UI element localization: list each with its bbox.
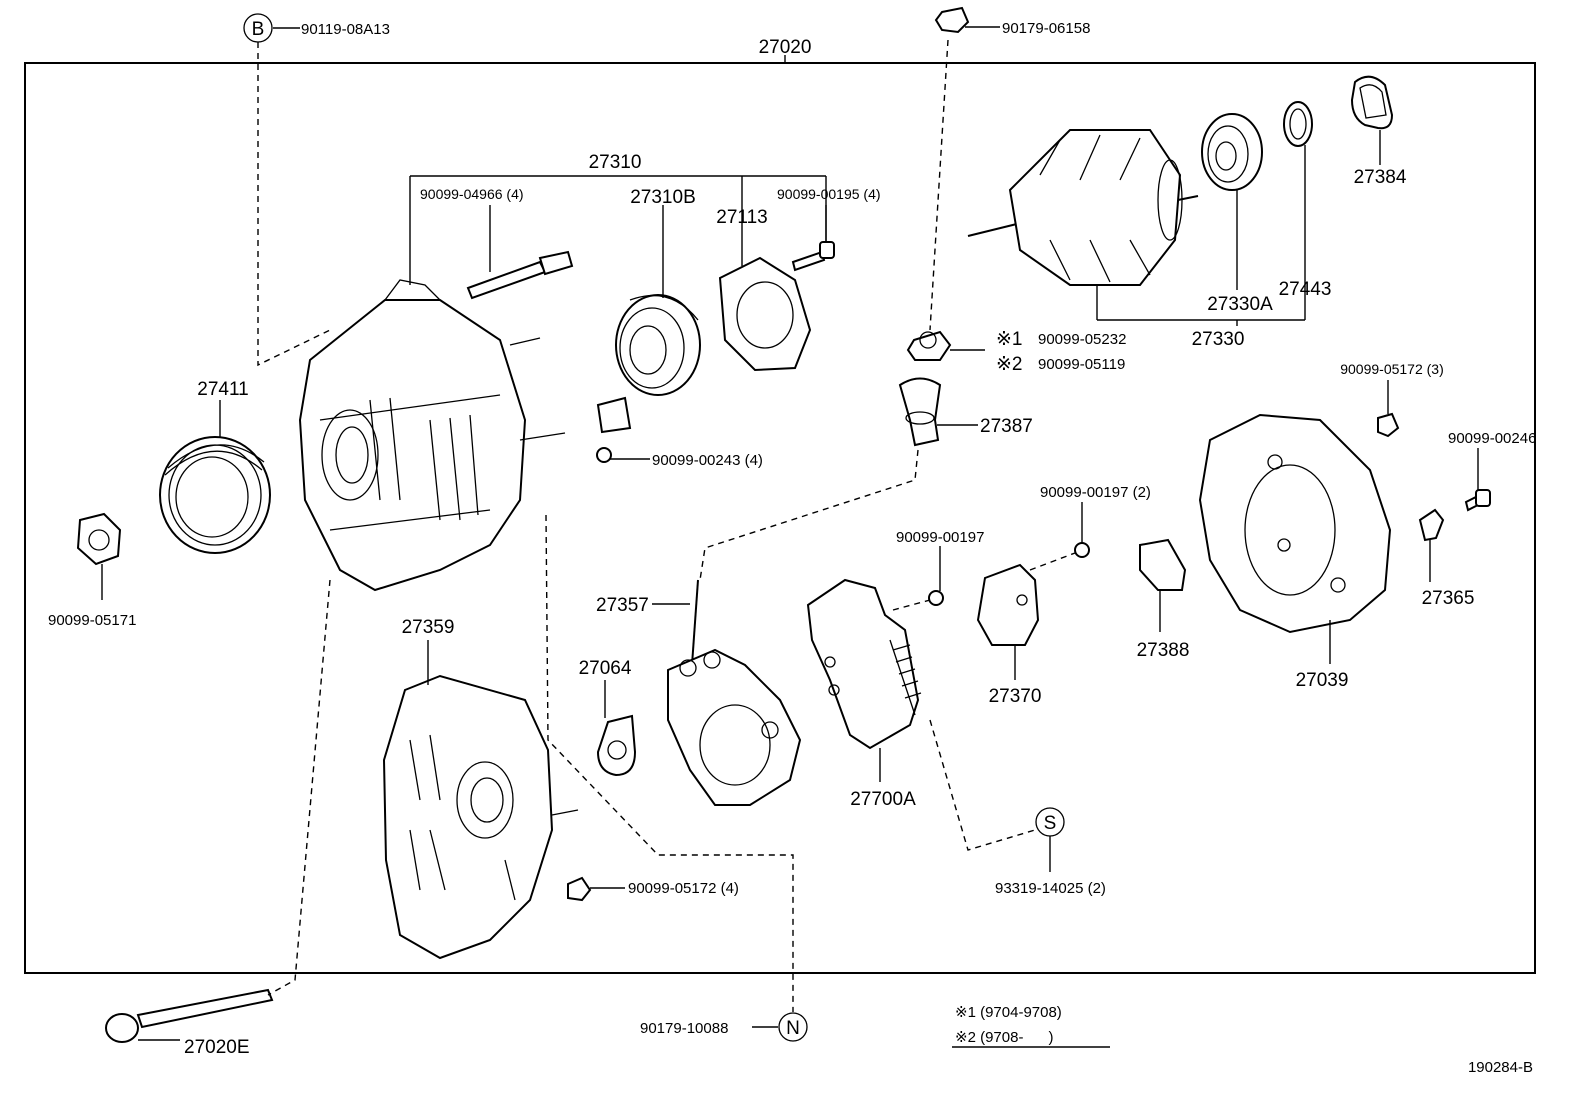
marker-s: S <box>1044 813 1057 834</box>
label-27700a: 27700A <box>850 789 916 810</box>
figure-id: 190284-B <box>1468 1059 1533 1076</box>
label-27384: 27384 <box>1354 167 1407 188</box>
retainer-plate-shape <box>718 256 812 372</box>
marker-n-circle <box>778 1012 808 1042</box>
label-90179-10088: 90179-10088 <box>640 1020 728 1037</box>
small-bracket-shape <box>596 396 632 434</box>
label-93319-14025: 93319-14025 (2) <box>995 880 1106 897</box>
rotor-shape <box>967 129 1199 286</box>
nut-shape-05172-3 <box>1377 412 1400 438</box>
screw-shape-00195 <box>791 241 835 272</box>
label-90099-05171: 90099-05171 <box>48 612 136 629</box>
insulator-shape <box>898 377 942 447</box>
label-90179-06158: 90179-06158 <box>1002 20 1090 37</box>
pulley-shape <box>159 436 271 554</box>
label-27359: 27359 <box>402 617 455 638</box>
screw-shape-00243 <box>596 447 612 463</box>
nut-shape-05172 <box>567 876 592 902</box>
screw-shape-00197 <box>928 590 944 606</box>
terminal-plate-shape <box>596 714 637 777</box>
dashed-assembly-lines <box>257 39 1076 1012</box>
rectifier-shape <box>667 579 802 806</box>
through-bolt-shape <box>105 988 274 1043</box>
marker-n: N <box>786 1018 800 1039</box>
label-90099-05172-3: 90099-05172 (3) <box>1340 361 1444 377</box>
bolt-shape-00246 <box>1464 489 1491 512</box>
label-27411: 27411 <box>197 379 248 400</box>
rotor-bearing-shape <box>1201 113 1263 191</box>
note-1: ※1 (9704-9708) <box>955 1004 1062 1021</box>
screw-shape-00197-2 <box>1074 542 1090 558</box>
brush-holder-shape <box>976 563 1040 646</box>
label-marker-1: ※1 <box>996 329 1023 350</box>
label-27365: 27365 <box>1422 588 1475 609</box>
label-27387: 27387 <box>980 416 1033 437</box>
nut-shape <box>76 512 122 566</box>
leader-lines <box>101 26 1479 1048</box>
label-27020e: 27020E <box>184 1037 250 1058</box>
label-27388: 27388 <box>1137 640 1190 661</box>
label-90119-08a13: 90119-08A13 <box>301 21 390 38</box>
label-27310: 27310 <box>589 152 642 173</box>
drive-end-frame-shape <box>298 279 566 592</box>
marker-b-circle <box>243 13 273 43</box>
label-27443: 27443 <box>1279 279 1332 300</box>
label-27113: 27113 <box>716 207 767 228</box>
label-90099-00197: 90099-00197 <box>896 529 984 546</box>
label-27357: 27357 <box>596 595 649 616</box>
stud-bolt-shape <box>466 250 574 300</box>
top-nut-shape <box>934 6 970 34</box>
label-90099-00195: 90099-00195 (4) <box>777 186 881 202</box>
label-27310b: 27310B <box>630 187 696 208</box>
label-27064: 27064 <box>579 658 632 679</box>
label-90099-00243: 90099-00243 (4) <box>652 452 763 469</box>
label-90099-00197-2: 90099-00197 (2) <box>1040 484 1151 501</box>
terminal-nut-shape <box>906 330 952 361</box>
clip-shape <box>1418 508 1445 542</box>
cover-shape <box>1350 75 1394 130</box>
bearing-shape <box>615 294 701 396</box>
marker-b: B <box>252 19 265 40</box>
label-90099-00246: 90099-00246 <box>1448 430 1536 447</box>
terminal-cover-shape <box>1139 538 1187 591</box>
label-90099-04966: 90099-04966 (4) <box>420 186 524 202</box>
note-2: ※2 (9708- ) <box>955 1029 1053 1046</box>
assembly-frame <box>24 62 1536 974</box>
label-27330: 27330 <box>1192 329 1245 350</box>
label-marker-2: ※2 <box>996 354 1023 375</box>
label-27330a: 27330A <box>1207 294 1273 315</box>
label-90099-05172-4: 90099-05172 (4) <box>628 880 739 897</box>
ring-shape <box>1283 101 1313 147</box>
rear-frame-shape <box>382 674 579 960</box>
label-27370: 27370 <box>989 686 1042 707</box>
label-assembly-27020: 27020 <box>759 37 812 58</box>
rear-end-cover-shape <box>1198 413 1392 634</box>
label-27039: 27039 <box>1296 670 1349 691</box>
regulator-shape <box>806 578 922 750</box>
label-90099-05119: 90099-05119 <box>1038 356 1125 373</box>
marker-s-circle <box>1035 807 1065 837</box>
label-90099-05232: 90099-05232 <box>1038 331 1126 348</box>
